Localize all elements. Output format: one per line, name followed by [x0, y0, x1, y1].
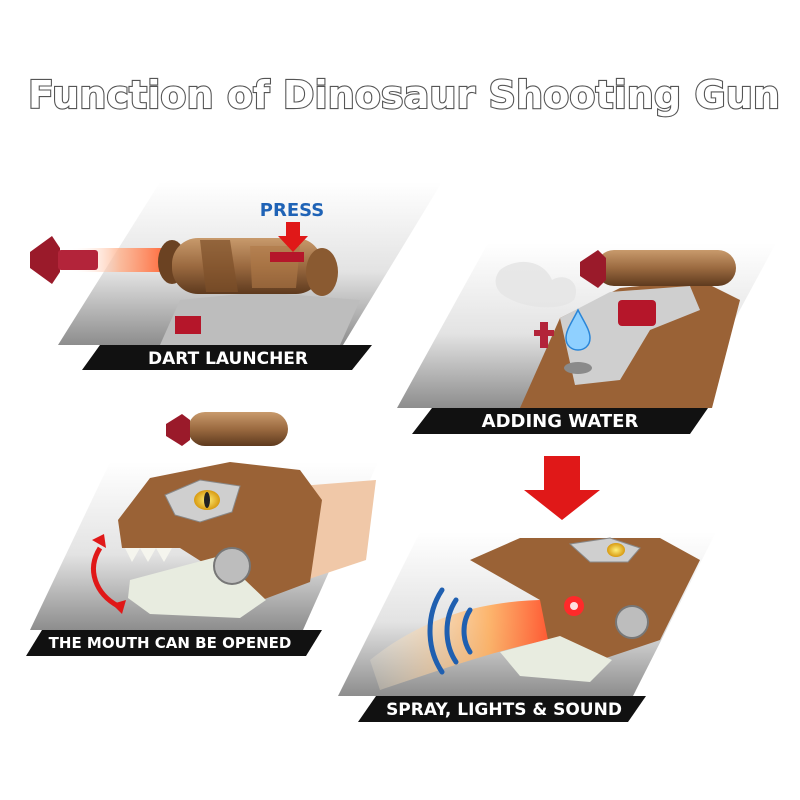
page-title: Function of Dinosaur Shooting Gun	[27, 72, 781, 118]
panel-adding-water: ADDING WATER	[397, 243, 776, 434]
launcher-body	[596, 250, 736, 286]
press-arrow-icon	[278, 222, 308, 252]
label-bar	[412, 408, 708, 434]
launcher-body	[188, 412, 288, 446]
jaw-hinge	[615, 605, 649, 639]
water-port	[564, 362, 592, 374]
light-glow	[570, 602, 578, 610]
label-bar	[26, 630, 322, 656]
label-adding-water: ADDING WATER	[482, 411, 639, 432]
label-mouth-opened: THE MOUTH CAN BE OPENED	[49, 634, 292, 652]
launcher-body	[158, 238, 338, 296]
jaw-hinge	[213, 547, 251, 585]
dart	[166, 414, 190, 446]
label-bar	[82, 345, 372, 370]
lower-jaw	[500, 636, 612, 682]
down-arrow-icon	[524, 456, 600, 520]
label-dart-launcher: DART LAUNCHER	[148, 349, 308, 369]
dart	[30, 236, 98, 284]
teeth	[125, 548, 172, 562]
svg-text:Function of Dinosaur Shooting: Function of Dinosaur Shooting Gun	[28, 73, 780, 117]
dino-head-base	[160, 292, 360, 345]
panel-mouth-opened: THE MOUTH CAN BE OPENED	[26, 412, 378, 656]
curved-double-arrow-icon	[91, 534, 126, 614]
valve-handle	[534, 330, 554, 336]
steam	[495, 261, 577, 308]
panel-spray: SPRAY, LIGHTS & SOUND	[338, 532, 716, 722]
label-spray: SPRAY, LIGHTS & SOUND	[386, 700, 622, 720]
eye-pupil	[204, 492, 210, 508]
red-gem	[175, 316, 201, 334]
panel-dart-launcher: PRESS DART LAUNCHER	[30, 182, 442, 370]
silver-plate	[560, 286, 700, 385]
water-drop-icon	[565, 308, 591, 351]
silver-brow	[568, 537, 641, 563]
press-label: PRESS	[260, 200, 324, 221]
sound-wave-icon	[427, 587, 473, 675]
label-bar	[358, 696, 646, 722]
red-gem	[618, 300, 656, 326]
dino-eye	[607, 543, 625, 557]
dart	[580, 250, 606, 288]
